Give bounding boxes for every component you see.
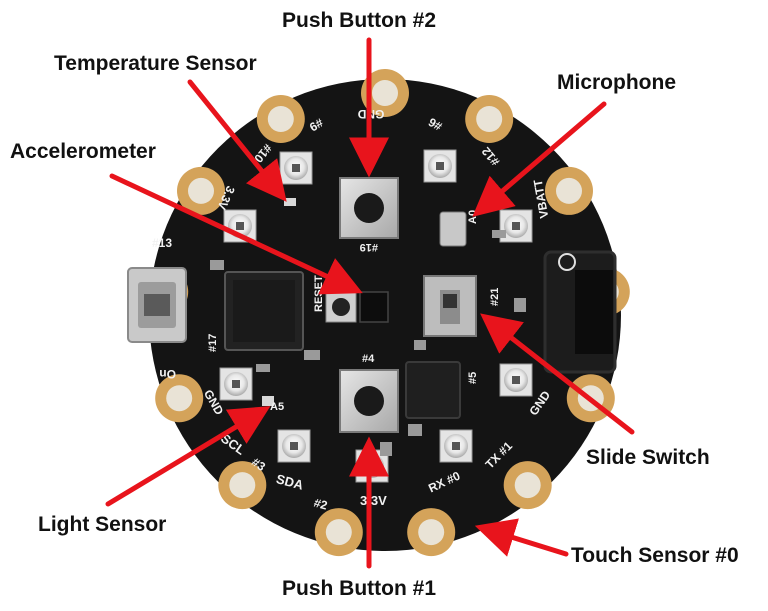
edge-pad [177, 166, 225, 215]
slide-switch [423, 275, 477, 337]
silk-pad-19: #19 [360, 241, 378, 253]
silk-a5: A5 [270, 401, 284, 413]
push-button-1-part [339, 369, 399, 433]
neopixel-led [219, 367, 253, 401]
silk-reset: RESET [313, 275, 325, 312]
label-light-sensor: Light Sensor [38, 513, 167, 536]
edge-pad [465, 95, 514, 143]
silk-pad-13: #13 [152, 236, 172, 250]
push-button-2-part [339, 177, 399, 239]
battery-connector [543, 250, 617, 374]
edge-pad [361, 69, 409, 117]
silk-pad-5: #5 [467, 372, 479, 384]
label-temperature-sensor: Temperature Sensor [54, 52, 257, 75]
edge-pad [314, 508, 363, 557]
microphone-chip [439, 211, 467, 247]
arrow-touch-sensor-0 [474, 518, 569, 557]
edge-pad [407, 508, 456, 557]
silk-vbatt: VBATT [531, 178, 552, 220]
neopixel-led [423, 149, 457, 183]
accelerometer-chip [359, 291, 389, 323]
callout-arrows [105, 37, 635, 569]
label-accelerometer: Accelerometer [10, 140, 156, 163]
neopixel-led [277, 429, 311, 463]
silk-pad-6: #6 [426, 115, 445, 134]
label-slide-switch: Slide Switch [586, 446, 710, 469]
silk-pad-4: #4 [362, 353, 375, 365]
neopixel-leds [219, 149, 533, 483]
reset-button [325, 291, 357, 323]
arrow-temperature-sensor [187, 79, 287, 202]
usb-connector [127, 267, 187, 343]
silk-pad-2: #2 [312, 496, 329, 513]
label-push-button-1: Push Button #1 [282, 577, 437, 600]
buzzer [405, 361, 461, 419]
neopixel-led [499, 363, 533, 397]
neopixel-led [279, 151, 313, 185]
label-push-button-2: Push Button #2 [282, 9, 437, 32]
light-sensor-part [262, 396, 274, 406]
edge-pad [256, 95, 305, 143]
silk-pad-21: #21 [489, 288, 501, 306]
silk-pad-17: #17 [207, 334, 219, 352]
edge-pad [155, 374, 204, 423]
label-touch-sensor-0: Touch Sensor #0 [571, 544, 739, 567]
edge-pad [218, 461, 267, 510]
silk-on: On [159, 367, 176, 381]
silk-3v3-bottom: 3.3V [360, 493, 387, 508]
edge-pad [503, 461, 552, 510]
main-chip [224, 271, 304, 351]
arrow-light-sensor [105, 406, 271, 507]
neopixel-led [439, 429, 473, 463]
arrow-accelerometer [109, 173, 363, 295]
arrow-slide-switch [480, 313, 635, 435]
temperature-sensor-part [284, 198, 296, 206]
silk-sda: SDA [275, 471, 306, 493]
arrow-microphone [472, 101, 607, 217]
silk-pad-9: #9 [307, 115, 326, 134]
edge-pad [545, 166, 593, 215]
label-microphone: Microphone [557, 71, 676, 94]
